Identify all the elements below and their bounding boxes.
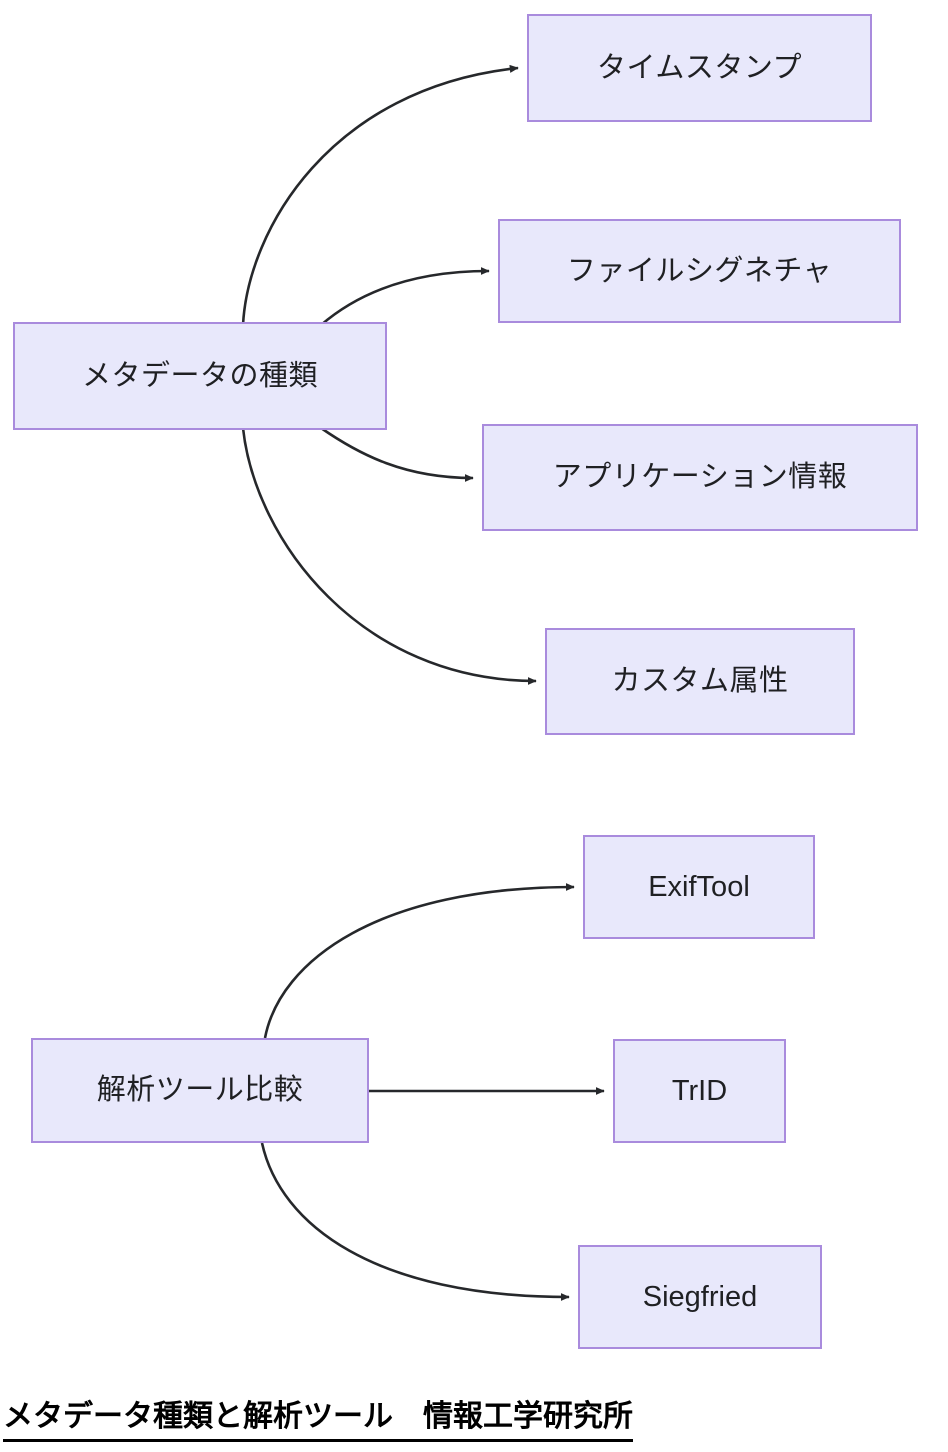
node-application-info[interactable]: アプリケーション情報 (482, 424, 918, 531)
node-label: アプリケーション情報 (552, 461, 848, 494)
edge-metadata-to-application-info (320, 426, 474, 482)
node-siegfried[interactable]: Siegfried (578, 1245, 822, 1349)
node-exiftool[interactable]: ExifTool (583, 835, 815, 939)
edge-tools-to-siegfried (260, 1142, 570, 1301)
node-label: ExifTool (648, 870, 750, 903)
edge-tools-to-exiftool (263, 883, 575, 1039)
node-timestamp[interactable]: タイムスタンプ (527, 14, 872, 122)
node-label: ファイルシグネチャ (566, 254, 833, 287)
node-metadata-types-root[interactable]: メタデータの種類 (13, 322, 387, 430)
node-label: カスタム属性 (611, 665, 789, 698)
node-label: 解析ツール比較 (96, 1074, 304, 1107)
node-label: Siegfried (642, 1280, 758, 1313)
node-custom-attributes[interactable]: カスタム属性 (545, 628, 855, 735)
node-label: タイムスタンプ (596, 51, 803, 84)
edge-metadata-to-file-signature (320, 267, 490, 326)
node-label: メタデータの種類 (81, 359, 318, 392)
node-trid[interactable]: TrID (613, 1039, 786, 1143)
node-file-signature[interactable]: ファイルシグネチャ (498, 219, 901, 323)
edge-metadata-to-timestamp (241, 64, 519, 326)
node-label: TrID (671, 1074, 728, 1107)
node-analysis-tools-root[interactable]: 解析ツール比較 (31, 1038, 369, 1143)
diagram-caption: メタデータ種類と解析ツール 情報工学研究所 (3, 1398, 633, 1442)
